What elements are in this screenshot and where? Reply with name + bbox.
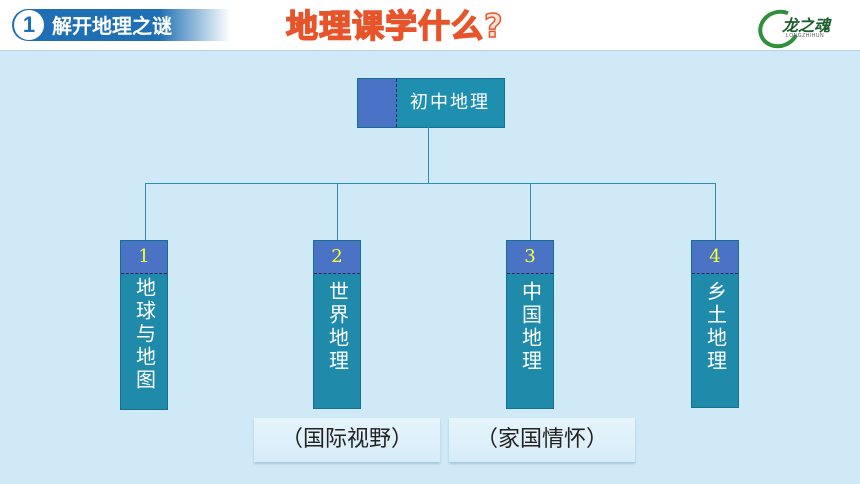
branch-label: 乡土地理 [703,281,728,373]
note-patriotic: （家国情怀） [449,418,635,462]
page-title: 地理课学什么? [285,6,504,46]
section-title: 解开地理之谜 [52,14,172,38]
branch-number: 4 [692,241,738,274]
root-node-accent [358,79,397,127]
logo: 龙之魂 LONGZHIHUN [752,3,850,55]
logo-subtext: LONGZHIHUN [786,33,825,39]
logo-text: 龙之魂 [782,16,831,35]
connector-branch-2 [337,183,338,240]
connector-branch-1 [145,183,146,240]
header-bar: 1 解开地理之谜 地理课学什么? 龙之魂 LONGZHIHUN [0,0,860,55]
root-node: 初中地理 [357,78,505,128]
branch-node-4: 4 乡土地理 [691,240,739,408]
branch-label: 地球与地图 [132,277,157,392]
branch-number: 1 [121,241,167,274]
branch-number: 3 [507,241,553,274]
branch-label: 世界地理 [325,281,350,373]
connector-horizontal [145,183,715,184]
branch-number: 2 [314,241,360,274]
connector-branch-4 [715,183,716,240]
branch-node-3: 3 中国地理 [506,240,554,409]
branch-node-1: 1 地球与地图 [120,240,168,410]
note-international: （国际视野） [254,418,440,462]
connector-root-vertical [428,126,429,183]
section-number: 1 [14,10,44,40]
root-node-label: 初中地理 [410,92,490,113]
connector-branch-3 [530,183,531,240]
branch-node-2: 2 世界地理 [313,240,361,409]
branch-label: 中国地理 [518,281,543,373]
